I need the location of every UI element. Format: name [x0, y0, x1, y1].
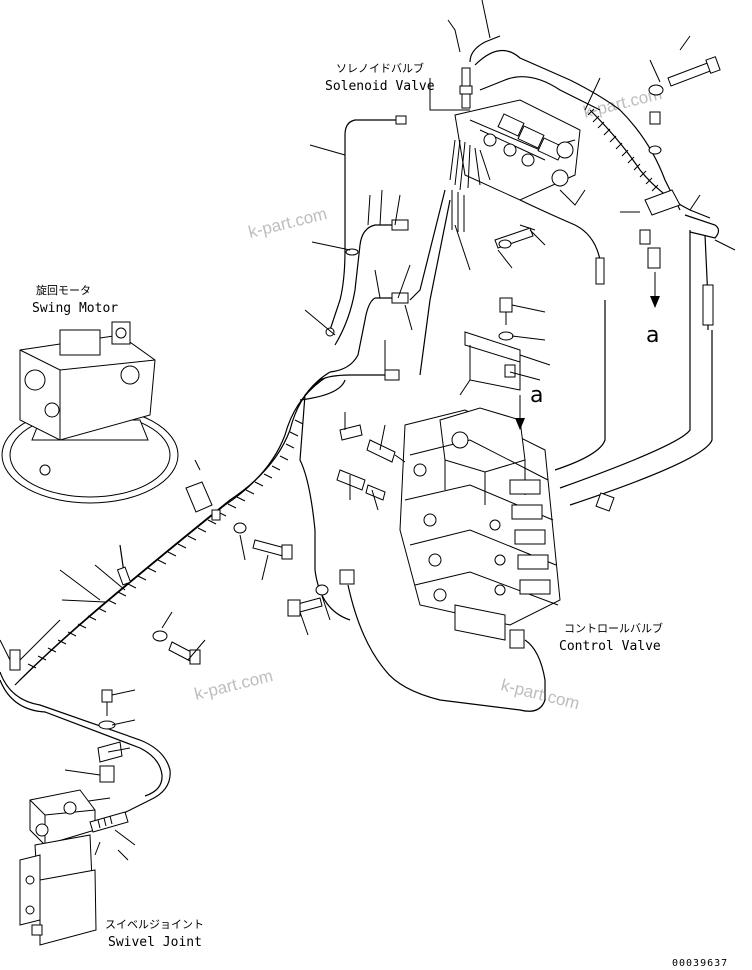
- spacer: [647, 247, 661, 269]
- washer: [648, 84, 664, 96]
- washer: [152, 630, 168, 642]
- spacer: [99, 765, 115, 783]
- bolt-head: [281, 544, 293, 560]
- bolt-head: [649, 111, 661, 125]
- washer: [498, 239, 512, 249]
- bolt: [252, 539, 286, 557]
- arrow-icon: [515, 418, 525, 430]
- control-valve-label-jp: コントロールバルブ: [564, 621, 663, 635]
- swivel-joint-label-en: Swivel Joint: [108, 935, 202, 950]
- view-marker-a: a: [646, 323, 659, 348]
- washer: [315, 584, 329, 596]
- clamp: [639, 229, 651, 245]
- control-valve-label-en: Control Valve: [559, 639, 661, 654]
- solenoid-valve: [449, 67, 581, 232]
- view-marker-a: a: [530, 383, 543, 408]
- bolt-head: [287, 599, 301, 617]
- watermark: k-part.com: [246, 204, 329, 242]
- solenoid-valve-label-jp: ソレノイドバルブ: [336, 61, 424, 75]
- watermark: k-part.com: [192, 666, 275, 704]
- arrow-icon: [650, 296, 660, 308]
- control-valve: [399, 407, 561, 649]
- bolt-head: [101, 689, 113, 703]
- swivel-joint-label-jp: スイベルジョイント: [105, 918, 204, 931]
- washer: [498, 331, 514, 341]
- swing-motor-label-jp: 旋回モータ: [36, 283, 91, 297]
- spacer: [185, 481, 213, 513]
- swing-motor-label-en: Swing Motor: [32, 301, 118, 316]
- swivel-joint: [19, 789, 97, 946]
- swing-motor: [1, 321, 179, 504]
- bracket: [644, 189, 681, 216]
- clamp: [504, 364, 516, 378]
- solenoid-valve-label-en: Solenoid Valve: [325, 79, 435, 94]
- washer: [233, 522, 247, 534]
- washer: [648, 145, 662, 155]
- washer: [98, 720, 116, 730]
- bolt-head: [499, 297, 513, 313]
- bolt: [667, 56, 721, 87]
- clamp: [211, 509, 221, 521]
- drawing-number: 00039637: [672, 958, 728, 969]
